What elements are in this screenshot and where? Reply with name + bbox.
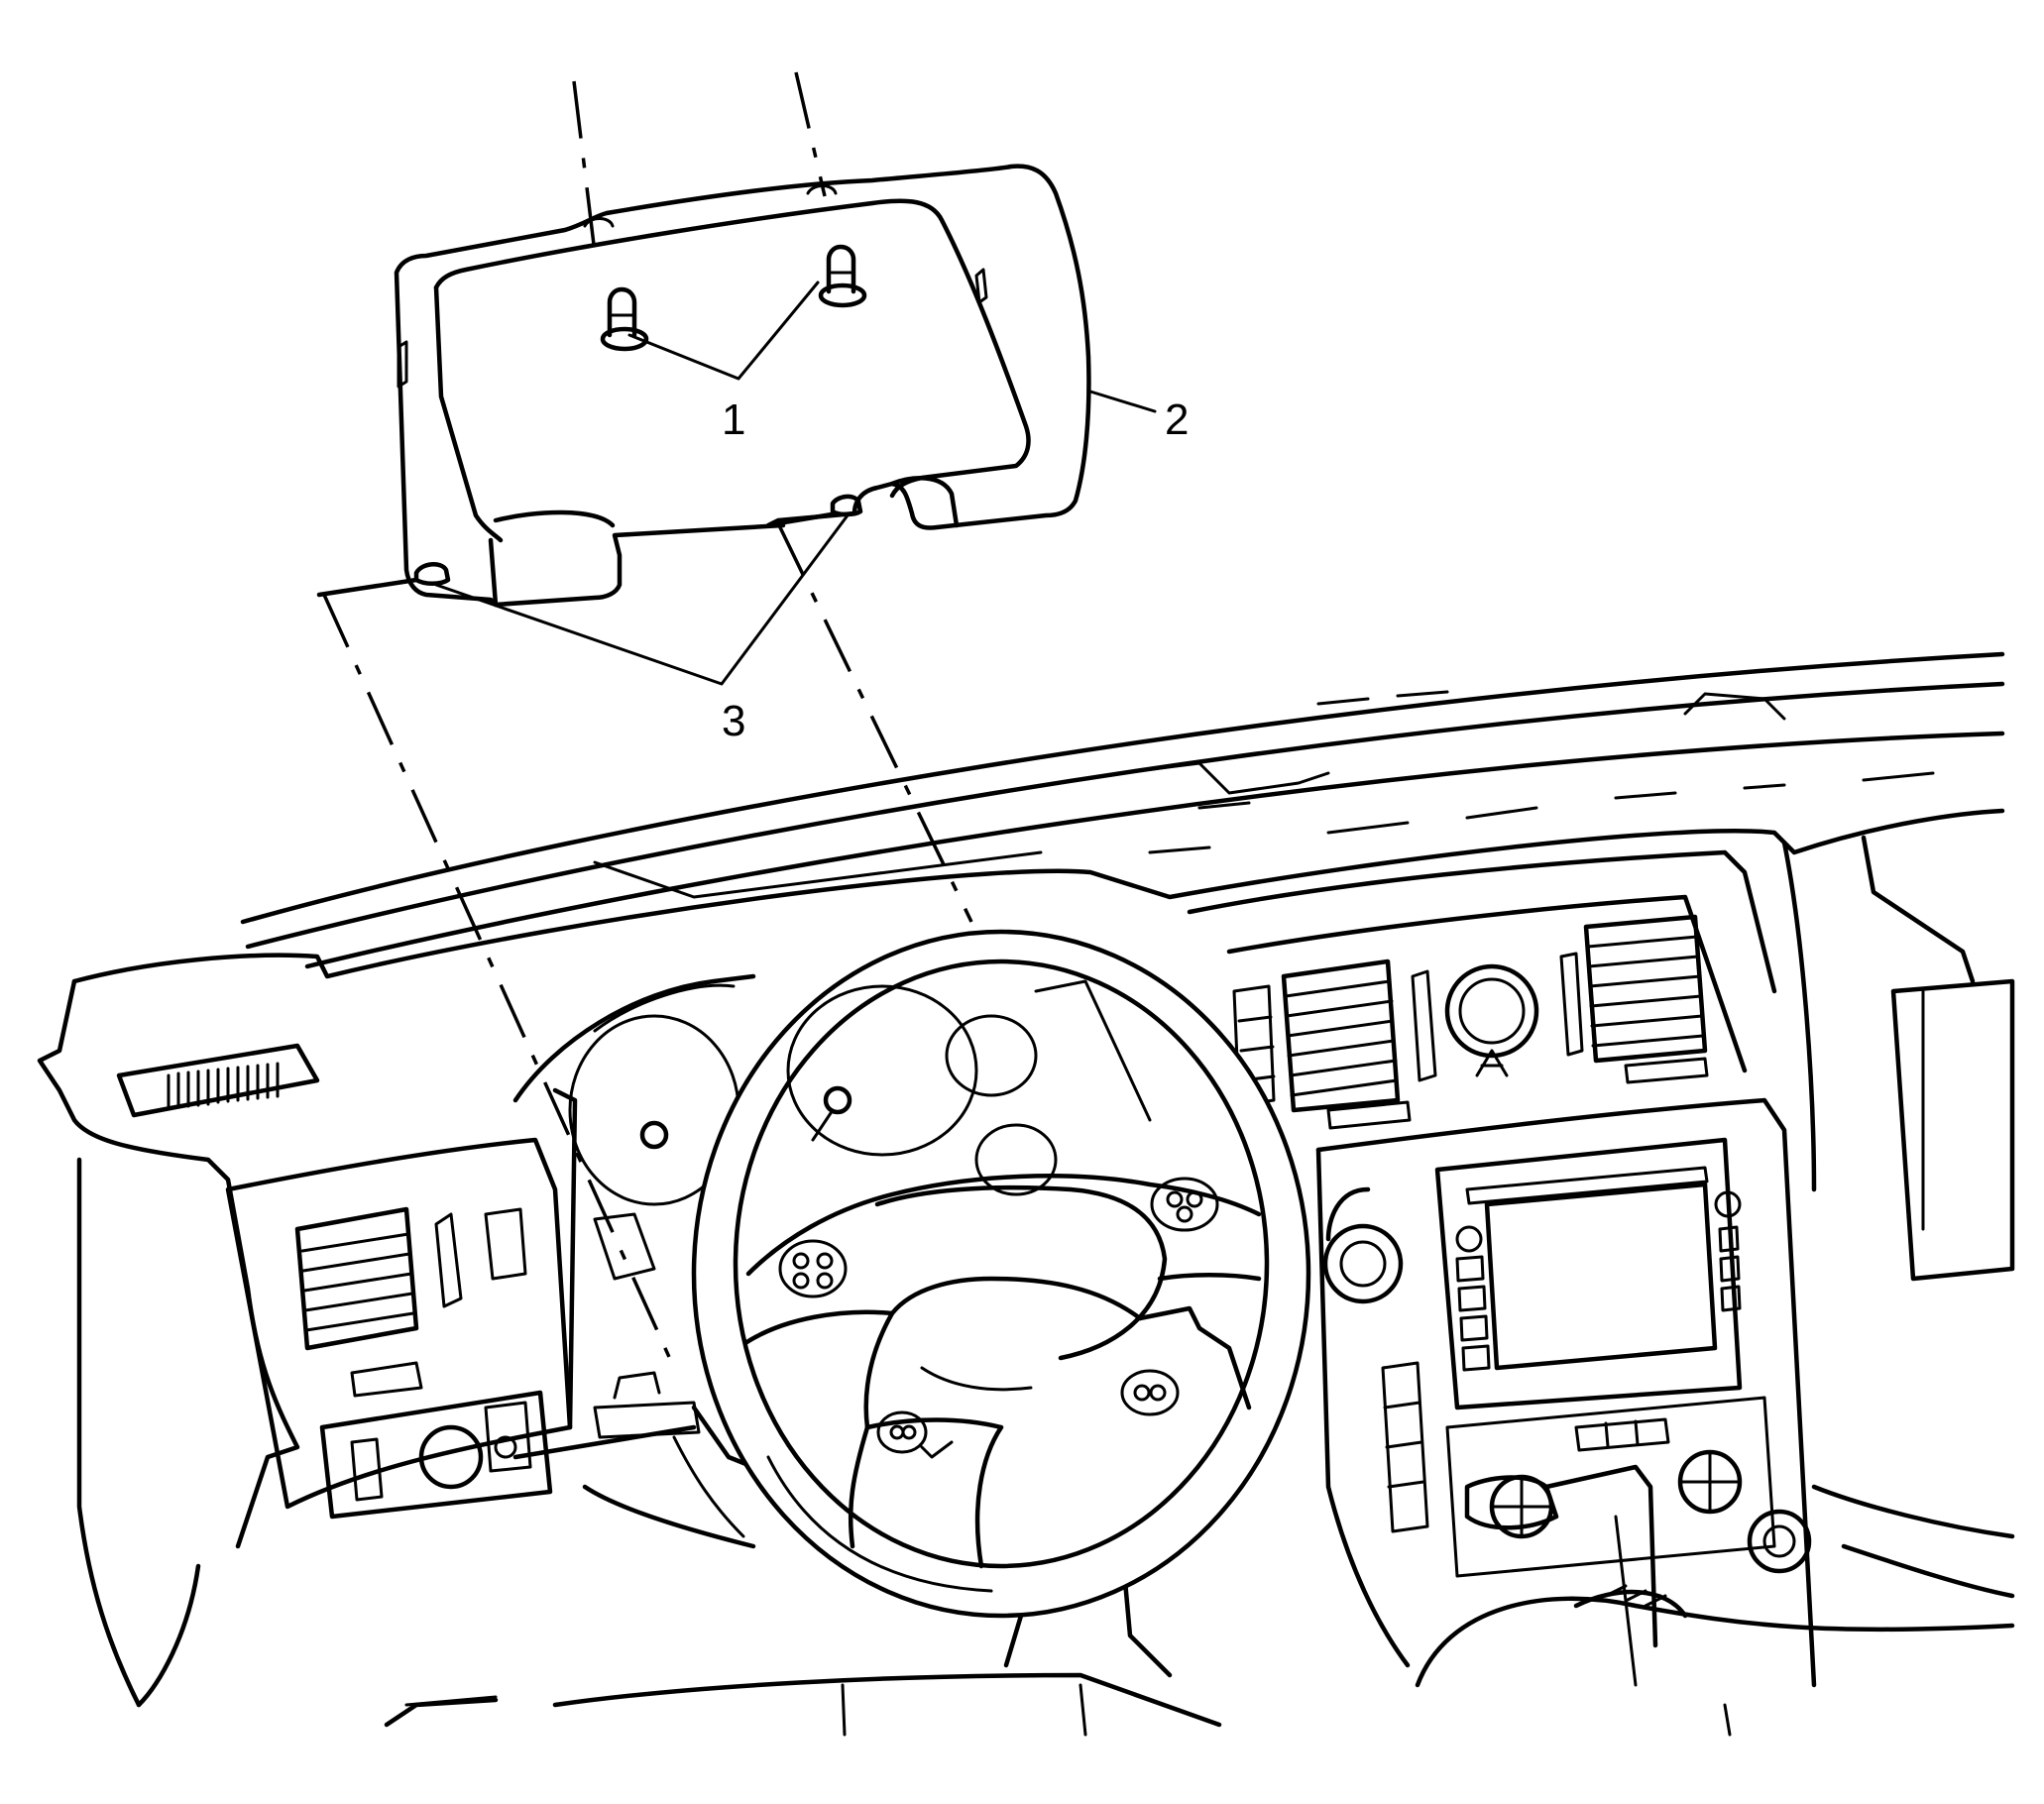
center-left-vent-louvers bbox=[1284, 979, 1399, 1097]
lower-left-spoke-switch bbox=[876, 1410, 928, 1454]
fastener-right bbox=[818, 244, 867, 308]
dashboard bbox=[37, 651, 2015, 1737]
steering-wheel bbox=[691, 929, 1311, 1619]
retainer-clip-left bbox=[413, 562, 451, 586]
center-right-vent-louvers bbox=[1586, 935, 1705, 1048]
callout-3: 3 bbox=[722, 697, 745, 745]
left-spoke-switches bbox=[778, 1239, 848, 1298]
lower-right-spoke-switch bbox=[1120, 1369, 1180, 1416]
instrument-cluster-trim-panel bbox=[394, 164, 1091, 608]
left-vent-grille bbox=[167, 1062, 280, 1110]
callout-1: 1 bbox=[722, 395, 745, 444]
radio-side-buttons bbox=[1455, 1190, 1742, 1372]
left-vent-louvers bbox=[300, 1232, 415, 1332]
fastener-left bbox=[600, 286, 649, 352]
right-spoke-switches bbox=[1150, 1177, 1219, 1232]
alignment-lines bbox=[322, 71, 973, 1369]
callout-2: 2 bbox=[1165, 395, 1189, 444]
leader-lines bbox=[434, 281, 1157, 686]
